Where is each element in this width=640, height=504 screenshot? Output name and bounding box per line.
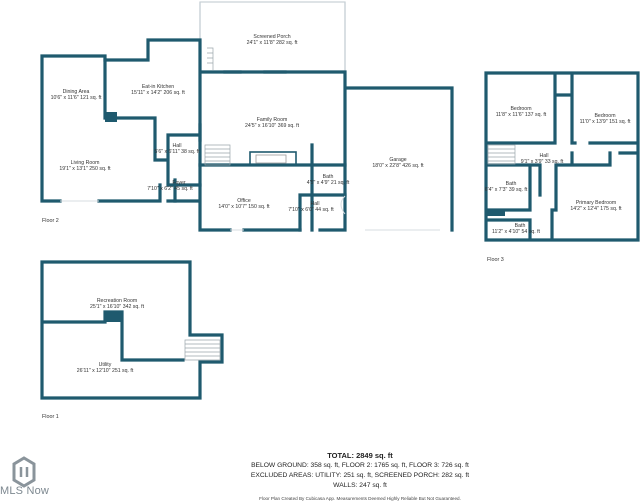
primary-bedroom-name: Primary Bedroom bbox=[576, 200, 616, 206]
utility-name: Utility bbox=[99, 362, 112, 368]
floor-1-stairs bbox=[184, 339, 221, 361]
floor-plan-credit: Floor Plan Created By Cubicasa App. Meas… bbox=[259, 496, 461, 501]
floor-areas-line: BELOW GROUND: 358 sq. ft, FLOOR 2: 1765 … bbox=[251, 462, 469, 469]
bedroom-b-name: Bedroom bbox=[594, 113, 615, 119]
bedroom-a-dims: 11'8" x 11'6" 137 sq. ft bbox=[496, 112, 547, 118]
primary-bedroom-dims: 14'2" x 12'4" 175 sq. ft bbox=[570, 206, 622, 212]
total-area: TOTAL: 2849 sq. ft bbox=[327, 451, 393, 460]
fireplace bbox=[249, 151, 297, 166]
bedroom-a-name: Bedroom bbox=[510, 106, 531, 112]
mls-now-logo-icon bbox=[12, 456, 36, 488]
hall-2a-name: Hall bbox=[173, 143, 182, 149]
kitchen-appliance-block bbox=[105, 112, 117, 122]
floor-2-label: Floor 2 bbox=[42, 218, 59, 224]
floor-3-walls bbox=[484, 71, 640, 242]
hall-2b-name: Hall bbox=[311, 201, 320, 207]
dining-dims: 10'6" x 11'6" 121 sq. ft bbox=[51, 95, 102, 101]
floor-2-stairs bbox=[204, 144, 231, 166]
family-room-dims: 24'5" x 16'10" 369 sq. ft bbox=[245, 123, 300, 129]
area-summary: TOTAL: 2849 sq. ft BELOW GROUND: 358 sq.… bbox=[200, 451, 520, 504]
bath-3a-name: Bath bbox=[506, 181, 517, 187]
screened-porch-dims: 24'1" x 11'8" 282 sq. ft bbox=[247, 40, 298, 46]
floor-1-utility-block bbox=[105, 312, 122, 322]
floor-1-walls bbox=[40, 260, 224, 400]
screened-porch-name: Screened Porch bbox=[253, 34, 290, 40]
living-room-name: Living Room bbox=[71, 160, 100, 166]
bath-3a-dims: 6'4" x 7'3" 39 sq. ft bbox=[485, 187, 528, 193]
dining-name: Dining Area bbox=[63, 89, 90, 95]
utility-dims: 26'11" x 12'10" 251 sq. ft bbox=[77, 368, 134, 374]
excluded-areas-line: EXCLUDED AREAS: UTILITY: 251 sq. ft, SCR… bbox=[250, 472, 470, 479]
floor-3-label: Floor 3 bbox=[487, 257, 504, 263]
floor-1-label: Floor 1 bbox=[42, 414, 59, 420]
foyer-name: Foyer bbox=[172, 180, 186, 186]
recreation-room-dims: 25'1" x 16'10" 342 sq. ft bbox=[90, 304, 145, 310]
bath-2-dims: 4'5" x 4'9" 21 sq. ft bbox=[307, 180, 350, 186]
floor-3-stairs bbox=[487, 144, 516, 165]
bath-2-name: Bath bbox=[323, 174, 334, 180]
garage-dims: 18'0" x 22'8" 426 sq. ft bbox=[372, 163, 424, 169]
office-name: Office bbox=[237, 198, 251, 204]
bedroom-b-dims: 11'0" x 13'9" 151 sq. ft bbox=[580, 119, 631, 125]
garage-name: Garage bbox=[389, 157, 406, 163]
bath-3b-name: Bath bbox=[515, 223, 526, 229]
hall-3-name: Hall bbox=[540, 153, 549, 159]
walls-area-line: WALLS: 247 sq. ft bbox=[333, 482, 387, 489]
hall-2a-dims: 5'6" x 6'11" 38 sq. ft bbox=[154, 149, 200, 155]
kitchen-name: Eat-in Kitchen bbox=[142, 84, 174, 90]
family-room-name: Family Room bbox=[257, 117, 288, 123]
office-dims: 14'0" x 10'7" 150 sq. ft bbox=[218, 204, 270, 210]
recreation-room-name: Recreation Room bbox=[97, 298, 137, 304]
foyer-dims: 7'10" x 6'2" 45 sq. ft bbox=[147, 186, 193, 192]
floor-1-plan: Recreation Room 25'1" x 16'10" 342 sq. f… bbox=[40, 260, 224, 420]
floor-plan-drawing: Screened Porch 24'1" x 11'8" 282 sq. ft … bbox=[40, 1, 640, 420]
kitchen-dims: 15'11" x 14'2" 206 sq. ft bbox=[131, 90, 185, 96]
bath-3b-dims: 11'2" x 4'10" 54 sq. ft bbox=[492, 229, 541, 235]
floor-3-vanity-block bbox=[487, 210, 505, 216]
hall-2b-dims: 7'10" x 6'0" 44 sq. ft bbox=[288, 207, 334, 213]
floor-3-plan: Bedroom 11'8" x 11'6" 137 sq. ft Bedroom… bbox=[484, 71, 640, 263]
floor-2-plan: Screened Porch 24'1" x 11'8" 282 sq. ft … bbox=[40, 1, 454, 232]
hall-3-dims: 9'1" x 3'9" 33 sq. ft bbox=[521, 159, 564, 165]
mls-now-logo-text: MLS Now bbox=[0, 485, 50, 497]
living-room-dims: 19'1" x 13'1" 250 sq. ft bbox=[59, 166, 111, 172]
